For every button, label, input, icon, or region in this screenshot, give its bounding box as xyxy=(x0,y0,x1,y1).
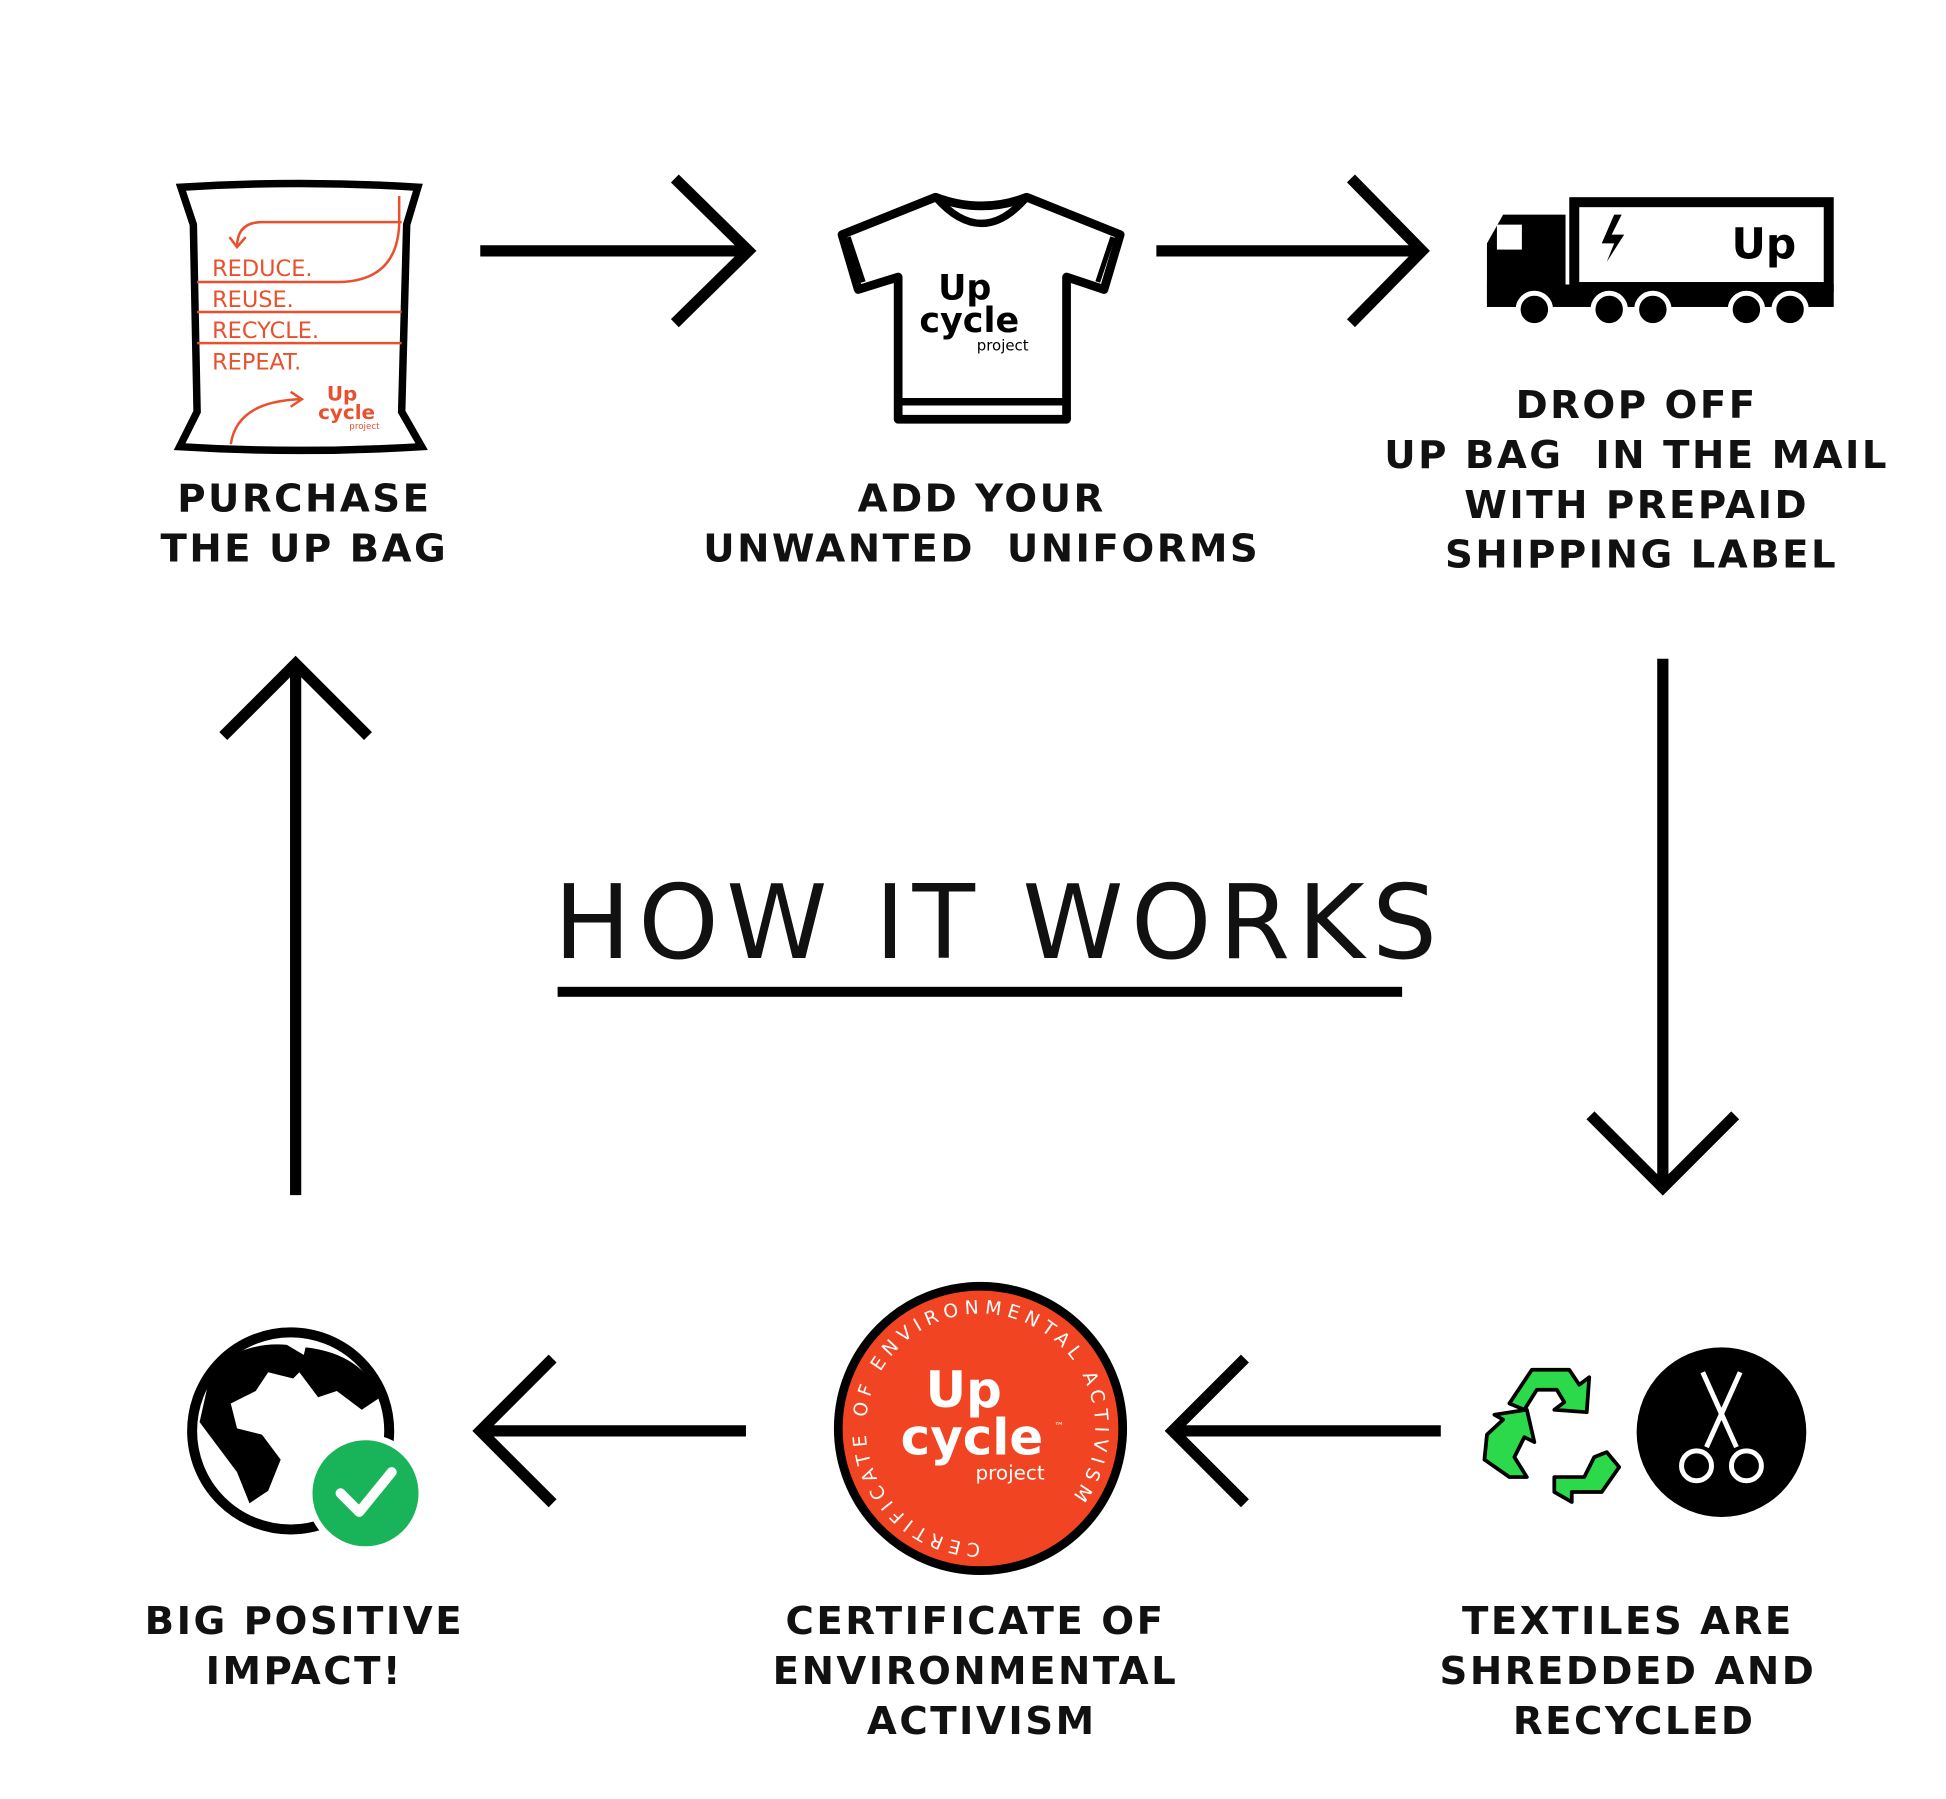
recycle-icon xyxy=(1482,1367,1622,1504)
cert-logo-tm: ™ xyxy=(1054,1422,1064,1433)
bag-line: REUSE. xyxy=(212,287,294,313)
step-label-drop-off: DROP OFF UP BAG IN THE MAIL WITH PREPAID… xyxy=(1384,383,1889,578)
page-title: HOW IT WORKS xyxy=(554,864,1445,983)
tshirt-icon: Up cycle project xyxy=(837,192,1125,424)
svg-text:UNWANTED UNIFORMS: UNWANTED UNIFORMS xyxy=(703,526,1260,571)
svg-text:ADD YOUR: ADD YOUR xyxy=(858,477,1106,522)
bag-line: REPEAT. xyxy=(212,349,301,375)
check-badge-icon xyxy=(306,1434,425,1553)
step-label-impact: BIG POSITIVE IMPACT! xyxy=(145,1599,464,1694)
svg-text:THE UP BAG: THE UP BAG xyxy=(160,526,448,571)
bag-icon: REDUCE. REUSE. RECYCLE. REPEAT. Up cycle… xyxy=(173,179,428,455)
truck-logo: Up xyxy=(1731,220,1796,269)
cert-logo-cycle: cycle xyxy=(901,1409,1044,1467)
svg-text:PURCHASE: PURCHASE xyxy=(177,477,431,522)
title-underline xyxy=(557,986,1403,997)
tshirt-logo-up: Up xyxy=(938,268,991,308)
arrow-right-icon xyxy=(480,174,757,328)
svg-text:WITH PREPAID: WITH PREPAID xyxy=(1464,483,1809,528)
tshirt-logo-project: project xyxy=(977,337,1029,355)
step-label-certificate: CERTIFICATE OF ENVIRONMENTAL ACTIVISM xyxy=(773,1599,1179,1744)
arrow-down-icon xyxy=(1586,658,1740,1196)
arrow-up-icon xyxy=(219,655,372,1196)
step-label-purchase: PURCHASE THE UP BAG xyxy=(160,477,448,572)
svg-text:SHIPPING LABEL: SHIPPING LABEL xyxy=(1445,533,1838,578)
cert-logo-project: project xyxy=(975,1461,1044,1485)
svg-text:TEXTILES ARE: TEXTILES ARE xyxy=(1462,1599,1794,1644)
bag-line: REDUCE. xyxy=(212,256,312,282)
bag-logo-project: project xyxy=(349,422,380,432)
bag-logo-up: Up xyxy=(327,382,357,406)
bag-logo-cycle: cycle xyxy=(318,400,375,424)
step-label-add-uniforms: ADD YOUR UNWANTED UNIFORMS xyxy=(703,477,1260,572)
arrow-right-icon xyxy=(1156,174,1430,328)
certificate-icon: CERTIFICATE OF ENVIRONMENTAL ACTIVISM Up… xyxy=(833,1281,1128,1575)
cert-logo-up: Up xyxy=(926,1361,1002,1419)
svg-text:RECYCLED: RECYCLED xyxy=(1513,1699,1756,1744)
step-label-textiles: TEXTILES ARE SHREDDED AND RECYCLED xyxy=(1440,1599,1817,1744)
truck-icon: Up xyxy=(1486,197,1834,329)
svg-text:IMPACT!: IMPACT! xyxy=(206,1649,403,1694)
svg-text:DROP OFF: DROP OFF xyxy=(1516,383,1758,428)
svg-text:BIG POSITIVE: BIG POSITIVE xyxy=(145,1599,464,1644)
svg-text:SHREDDED AND: SHREDDED AND xyxy=(1440,1649,1817,1694)
arrow-left-icon xyxy=(1164,1354,1441,1508)
svg-text:CERTIFICATE OF: CERTIFICATE OF xyxy=(785,1599,1165,1644)
svg-text:ENVIRONMENTAL: ENVIRONMENTAL xyxy=(773,1649,1179,1694)
tshirt-logo-cycle: cycle xyxy=(919,301,1019,341)
bag-line: RECYCLE. xyxy=(212,318,319,344)
scissors-icon xyxy=(1636,1347,1807,1517)
arrow-left-icon xyxy=(472,1354,746,1508)
svg-text:ACTIVISM: ACTIVISM xyxy=(867,1699,1097,1744)
svg-text:UP BAG IN THE MAIL: UP BAG IN THE MAIL xyxy=(1384,433,1889,478)
